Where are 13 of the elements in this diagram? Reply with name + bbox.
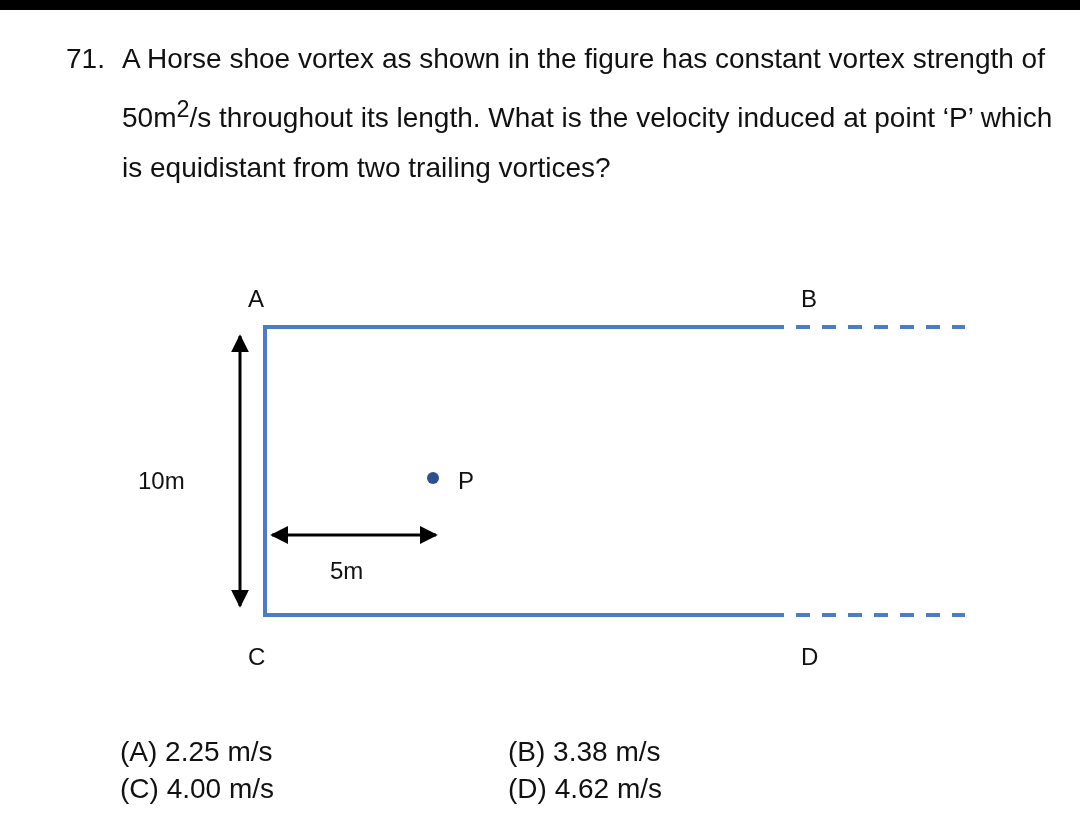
point-label: P [458, 466, 474, 496]
point-label: B [801, 284, 817, 314]
dimension-label: 5m [330, 556, 364, 586]
answer-option: (D) 4.62 m/s [508, 771, 663, 807]
question-text: A Horse shoe vortex as shown in the figure has constant vortex strength of 50m$^{2}$/s throughout its length. What is the velocity induced at point ‘P’ which is equidistant from two trailing vortices? [122, 42, 1054, 186]
answer-option: (B) 3.38 m/s [508, 734, 661, 770]
question-number: 71. [66, 42, 105, 76]
answer-option: (C) 4.00 m/s [120, 771, 275, 807]
point-label: C [248, 642, 266, 672]
answer-option: (A) 2.25 m/s [120, 734, 273, 770]
dimension-label: 10m [138, 466, 185, 496]
point-label: D [801, 642, 819, 672]
point-label: A [248, 284, 264, 314]
